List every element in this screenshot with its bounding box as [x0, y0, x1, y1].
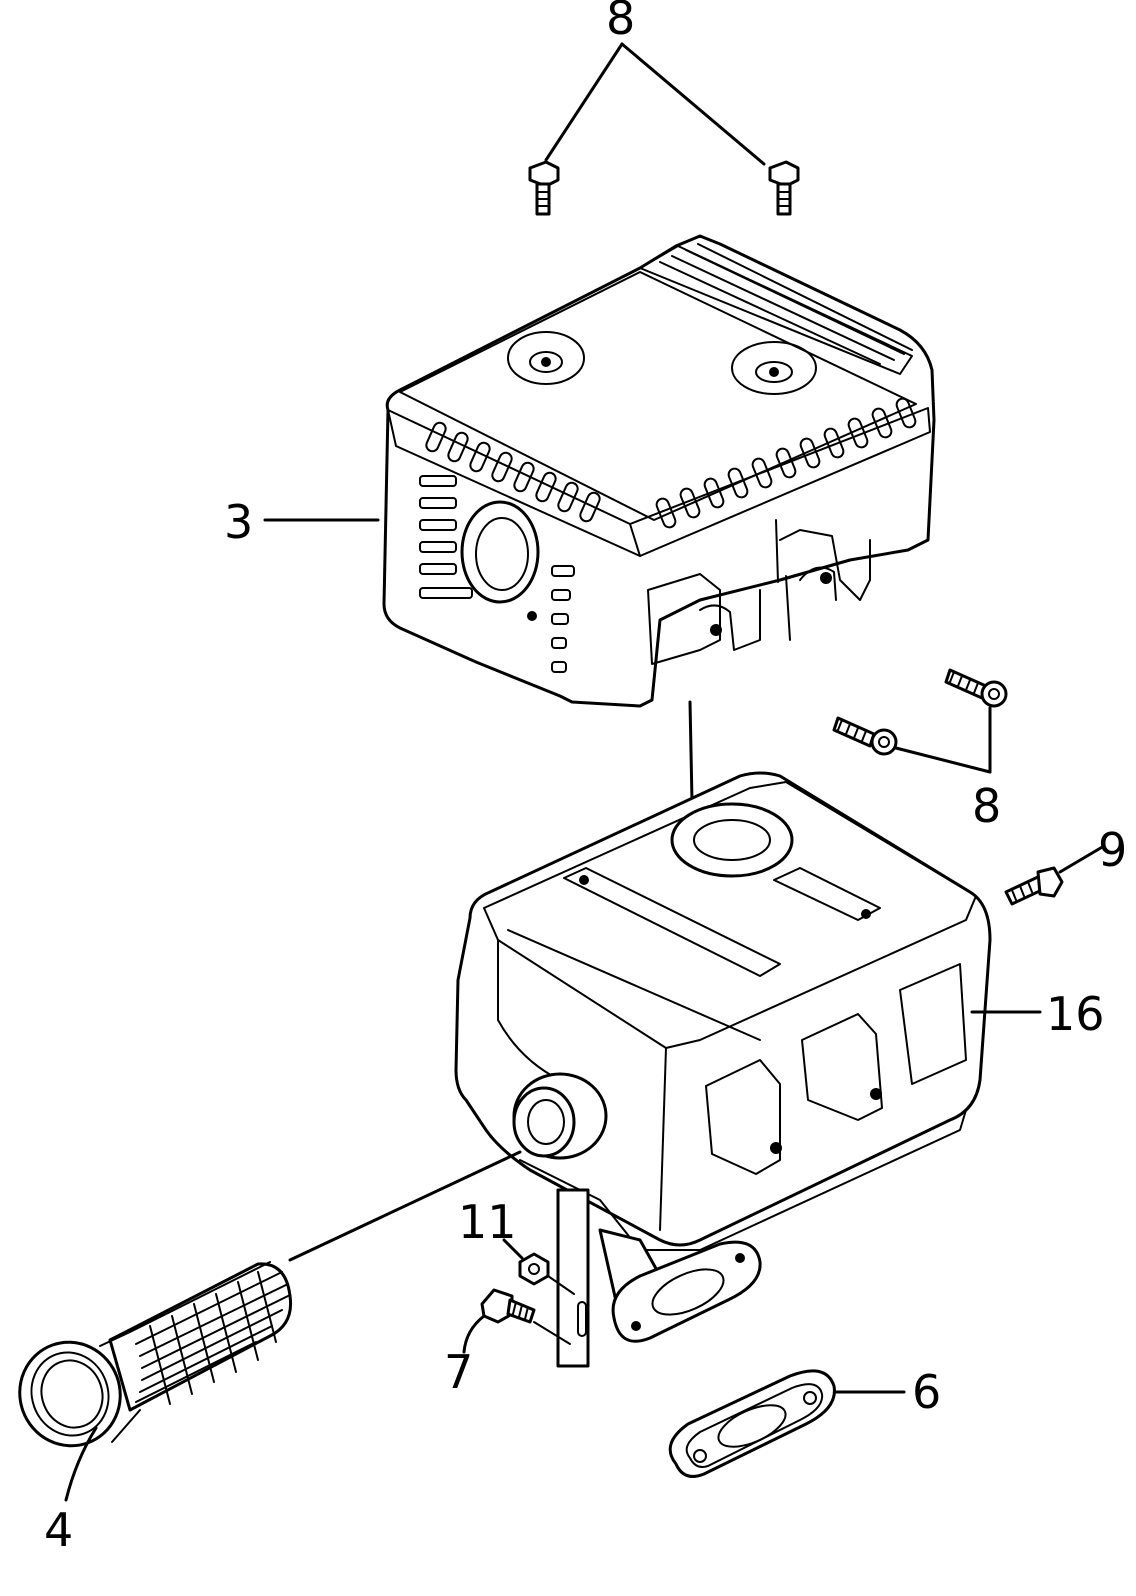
- cover-louvers-right: [655, 397, 917, 529]
- bolt-top-right: [768, 160, 800, 216]
- gasket: [668, 1369, 836, 1478]
- bolt-side-upper: [944, 668, 1008, 708]
- bolt-9: [1004, 866, 1064, 906]
- exhaust-flange: [611, 1240, 762, 1343]
- muffler-body: [454, 771, 992, 1251]
- leader-bolt-side: [894, 706, 992, 774]
- stud: [480, 1288, 536, 1324]
- callout-muffler: 16: [1046, 987, 1105, 1041]
- screen-mesh: [129, 1261, 289, 1405]
- cover-louvers-front: [425, 421, 601, 523]
- callout-cover: 3: [224, 495, 253, 549]
- spark-arrester-screen: [18, 1261, 293, 1448]
- callout-bolt-side: 8: [972, 779, 1001, 833]
- exhaust-bracket: [556, 1188, 670, 1368]
- bolt-top-left: [528, 160, 560, 216]
- callout-stud: 7: [444, 1345, 473, 1399]
- leader-nut: [502, 1238, 575, 1295]
- muffler-cover: [382, 234, 936, 708]
- callout-bolt-9: 9: [1098, 823, 1127, 877]
- callout-screen: 4: [44, 1503, 73, 1557]
- callout-bolt-top: 8: [606, 0, 635, 45]
- nut: [518, 1252, 550, 1286]
- leader-bolt-9: [1058, 844, 1106, 874]
- callout-gasket: 6: [912, 1365, 941, 1419]
- leader-screen: [64, 1150, 522, 1502]
- callout-nut: 11: [458, 1195, 517, 1249]
- bolt-side-lower: [832, 716, 898, 756]
- leader-stud: [462, 1314, 571, 1354]
- leader-bolt-top: [544, 42, 766, 166]
- cover-side-slots: [419, 475, 575, 673]
